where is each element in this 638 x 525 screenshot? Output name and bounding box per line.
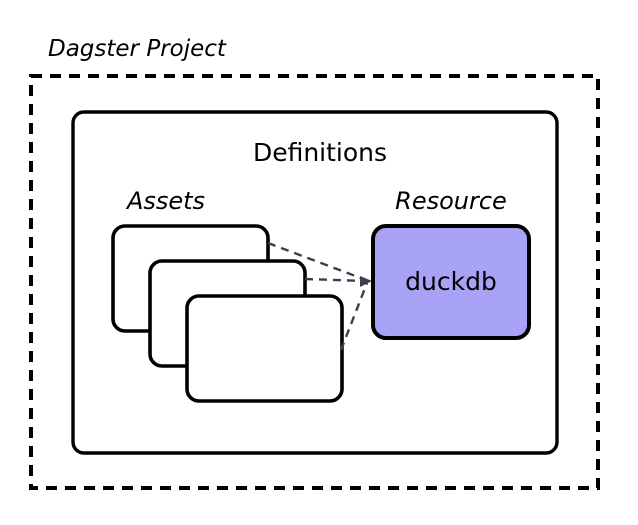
definitions-label: Definitions — [253, 138, 387, 167]
connector-asset2-to-duckdb — [304, 277, 367, 283]
asset-card-3[interactable] — [185, 294, 344, 403]
connector-asset3-to-duckdb — [339, 282, 369, 351]
resource-group-label: Resource — [395, 187, 507, 215]
connector-asset1-to-duckdb — [267, 241, 367, 282]
duckdb-resource-node[interactable] — [371, 224, 531, 340]
duckdb-node-label: duckdb — [405, 267, 497, 296]
dagster-project-label: Dagster Project — [48, 36, 227, 62]
dagster-project-container — [29, 74, 600, 490]
connector-arrowhead-icon — [360, 276, 372, 287]
assets-group-label: Assets — [125, 187, 205, 215]
